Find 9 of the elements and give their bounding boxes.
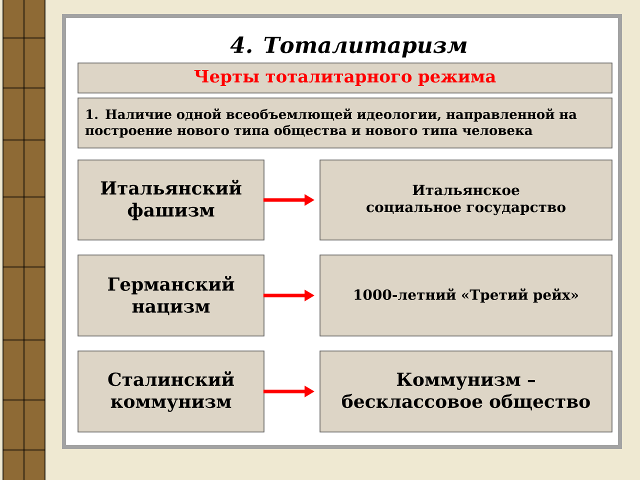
text-box: Черты тоталитарного режима <box>78 62 612 94</box>
text-box: Германский нацизм <box>78 254 264 336</box>
text-box: Коммунизм – бесклассовое общество <box>320 350 612 432</box>
text-box: Итальянское социальное государство <box>320 160 612 240</box>
text-box: Сталинский коммунизм <box>78 350 264 432</box>
title: 4. Тоталитаризм <box>230 36 467 58</box>
text-box: 1. Наличие одной всеобъемлющей идеологии, направленной на построение нового типа общества и нового типа человека <box>78 98 612 148</box>
text-box: 1000-летний «Третий рейх» <box>320 254 612 336</box>
text-box: Итальянский фашизм <box>78 160 264 240</box>
